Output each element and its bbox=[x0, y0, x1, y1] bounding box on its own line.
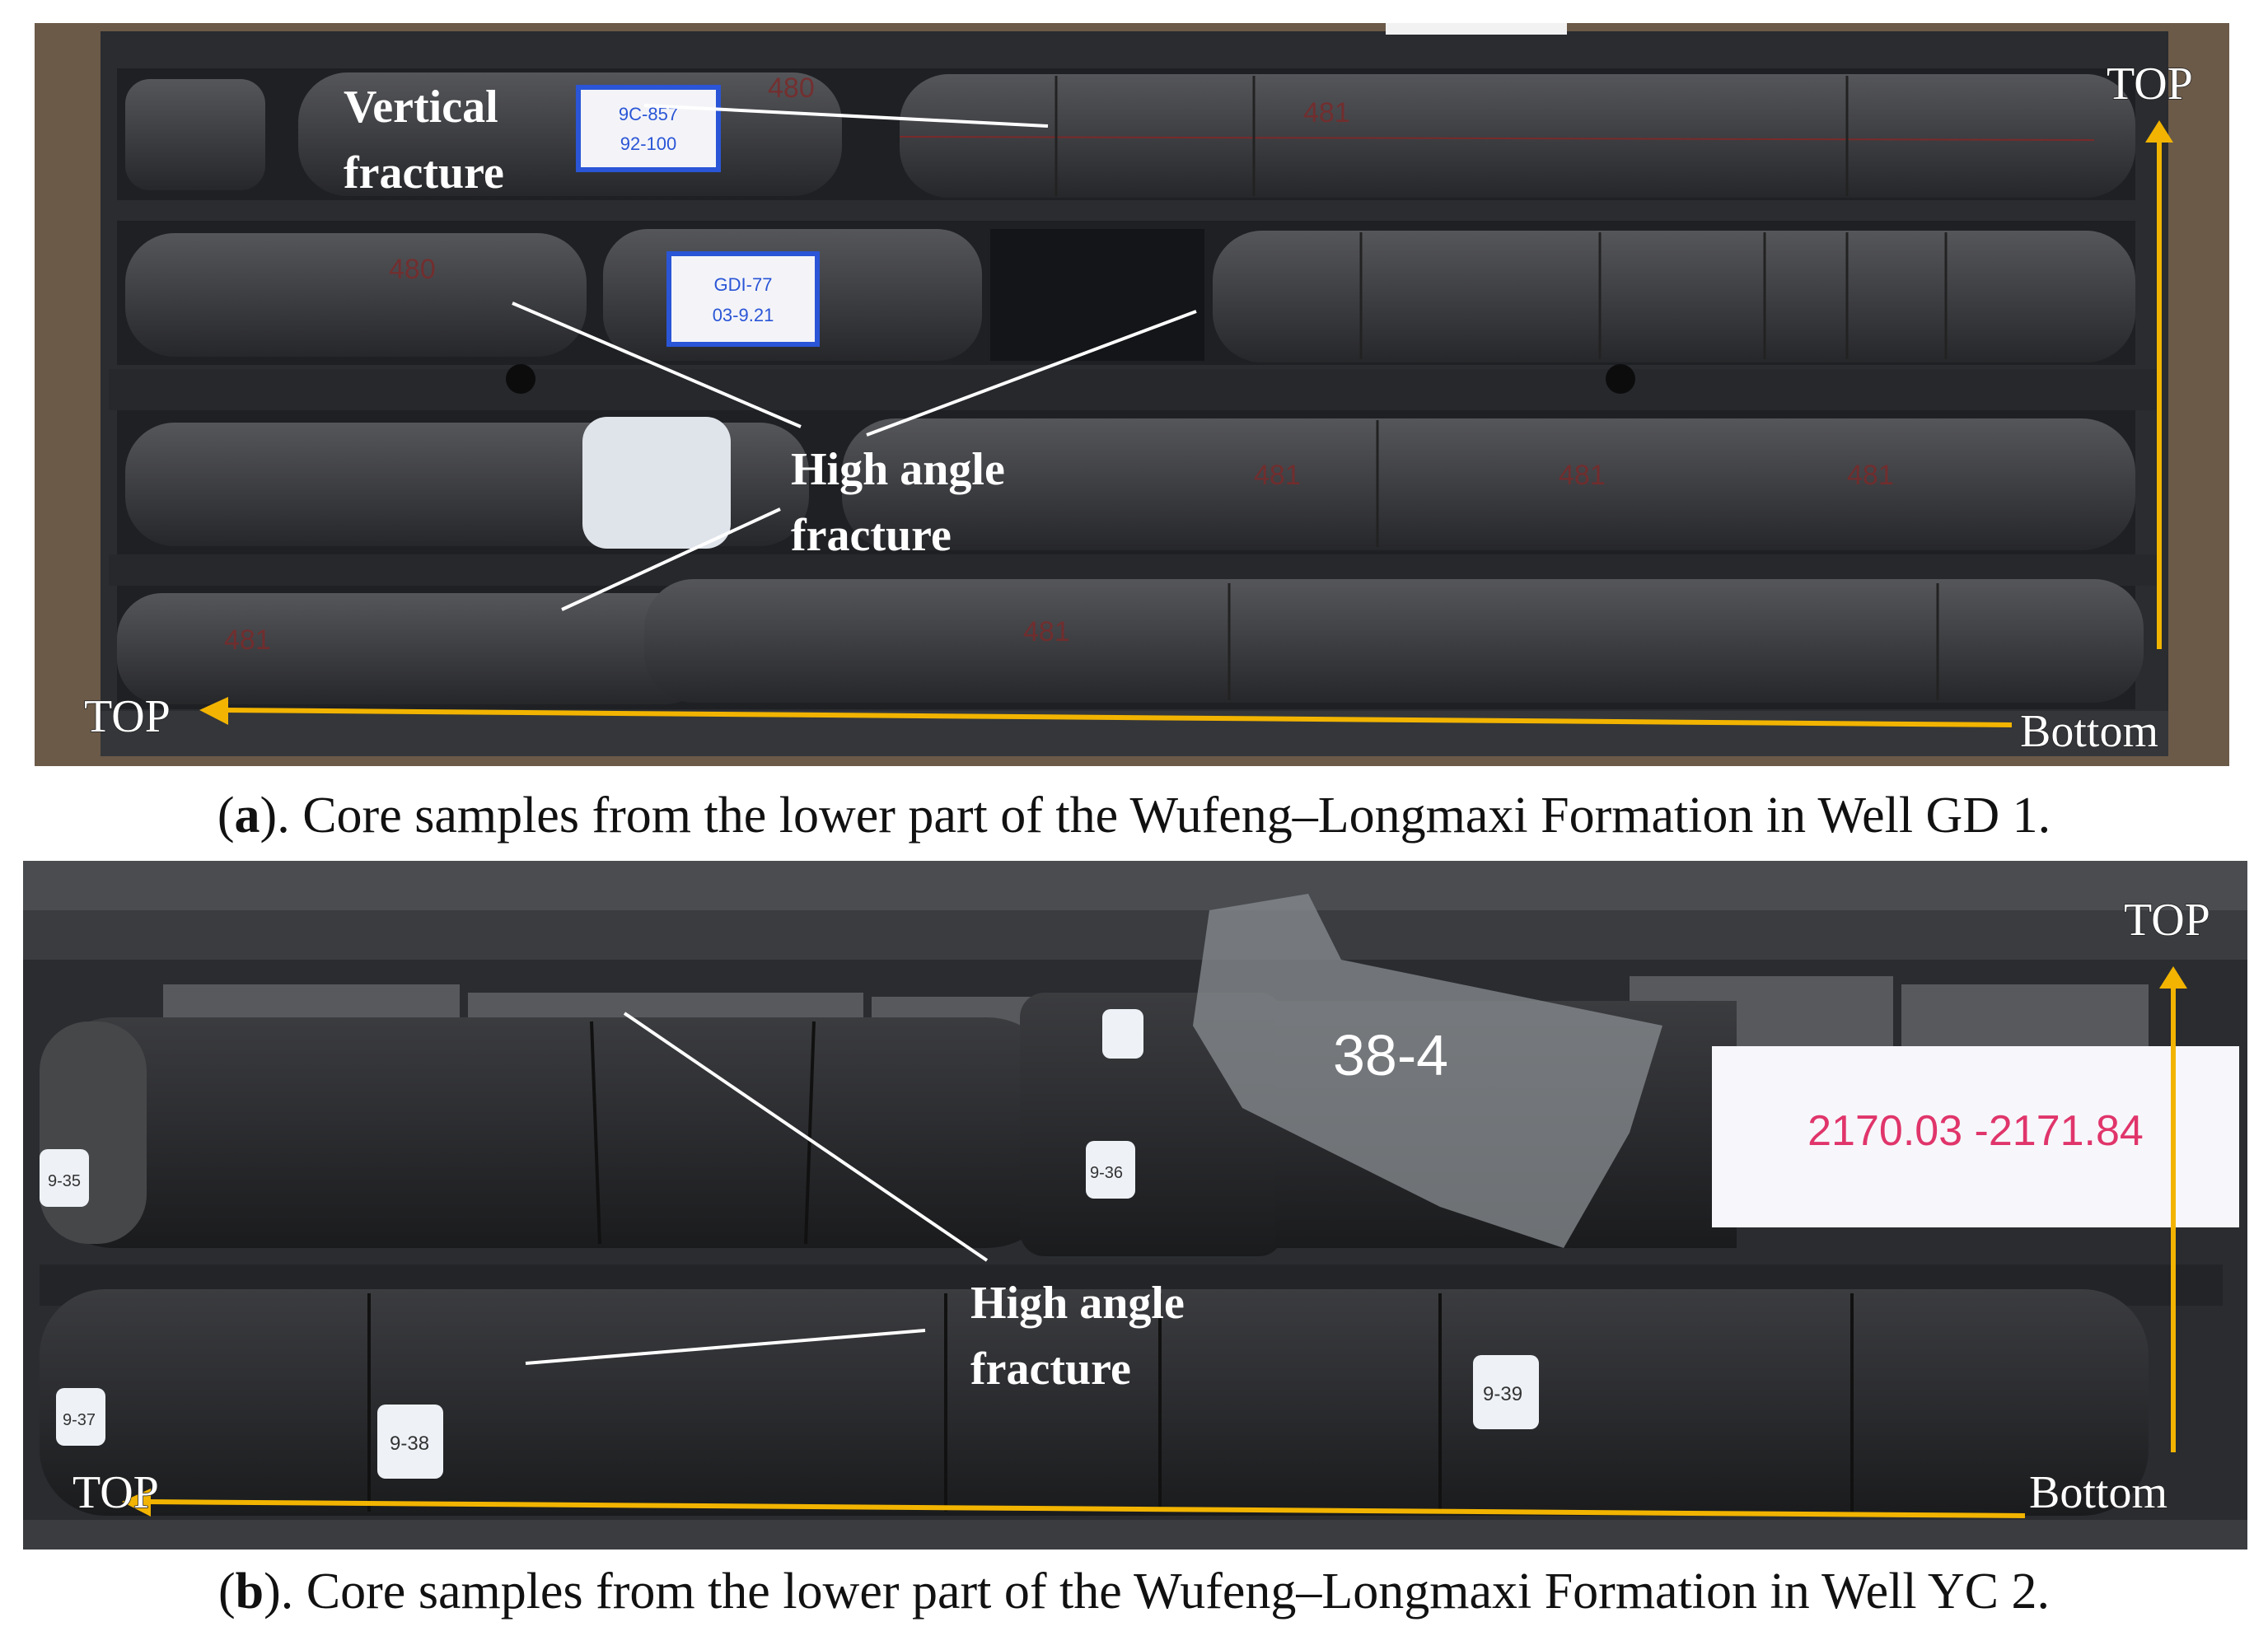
panel-b-photo: 2170.03 -2171.84 38-4 9-35 9-36 bbox=[23, 861, 2247, 1550]
sample-sticker-1: 9C-857 92-100 bbox=[576, 85, 721, 172]
caption-a-open: ( bbox=[217, 788, 235, 844]
label-top-right-b: TOP bbox=[2124, 895, 2210, 946]
tag-1: 9-35 bbox=[48, 1172, 81, 1190]
sticker-2-line-2: 03-9.21 bbox=[713, 305, 774, 325]
arrow-left-a bbox=[199, 697, 2013, 727]
label-high-angle-1: High angle bbox=[791, 444, 1005, 495]
tray-b-top-edge bbox=[23, 861, 2247, 910]
arrow-left-b bbox=[122, 1489, 2026, 1518]
arrow-up-a bbox=[2145, 120, 2173, 649]
label-vertical-1: Vertical bbox=[344, 82, 498, 133]
caption-a-letter: a bbox=[234, 788, 260, 844]
depth-mark-6: 481 bbox=[1847, 460, 1894, 491]
tag-3: 9-37 bbox=[63, 1411, 96, 1429]
depth-card: 2170.03 -2171.84 bbox=[1712, 1046, 2239, 1227]
sample-bag: 38-4 bbox=[1193, 894, 1662, 1248]
depth-mark-4: 481 bbox=[1254, 460, 1301, 491]
tray-hole-1 bbox=[506, 364, 535, 394]
annotation-lines-b bbox=[525, 1012, 989, 1365]
tray-b-bottom-rail bbox=[23, 1520, 2247, 1550]
sample-tags bbox=[40, 1009, 1539, 1479]
core-row-2 bbox=[117, 221, 2135, 365]
label-top-left-a: TOP bbox=[84, 691, 171, 742]
core-row-4 bbox=[117, 579, 2144, 709]
depth-mark-7: 481 bbox=[224, 624, 271, 656]
depth-mark-3: 481 bbox=[1303, 97, 1350, 129]
caption-a-text: ). Core samples from the lower part of t… bbox=[260, 788, 2051, 844]
depth-mark-8: 481 bbox=[1023, 616, 1070, 647]
panel-b-svg: 2170.03 -2171.84 38-4 9-35 9-36 bbox=[23, 861, 2247, 1550]
tray-hole-2 bbox=[1606, 364, 1635, 394]
panel-a-photo: 9C-857 92-100 GDI-77 03-9.21 bbox=[35, 23, 2229, 766]
card-depth-text: 2170.03 -2171.84 bbox=[1807, 1107, 2144, 1155]
sticker-1-line-2: 92-100 bbox=[620, 133, 677, 154]
label-high-angle-2: fracture bbox=[791, 510, 952, 561]
bag-label: 38-4 bbox=[1333, 1023, 1448, 1087]
caption-b: (b). Core samples from the lower part of… bbox=[0, 1563, 2268, 1621]
panel-a-svg: 9C-857 92-100 GDI-77 03-9.21 bbox=[35, 23, 2229, 766]
label-high-angle-b-2: fracture bbox=[970, 1344, 1131, 1395]
label-top-left-b: TOP bbox=[72, 1467, 159, 1518]
paper-scrap bbox=[1386, 23, 1567, 35]
annotation-lines bbox=[512, 104, 1197, 611]
tray-divider bbox=[109, 369, 2160, 410]
caption-a: (a). Core samples from the lower part of… bbox=[0, 787, 2268, 845]
depth-mark-1: 480 bbox=[768, 72, 815, 104]
core-row-3 bbox=[117, 410, 2135, 554]
label-high-angle-b-1: High angle bbox=[970, 1278, 1185, 1329]
caption-b-open: ( bbox=[218, 1564, 236, 1620]
core-row-1 bbox=[117, 68, 2135, 200]
label-top-right-a: TOP bbox=[2107, 58, 2193, 110]
caption-b-letter: b bbox=[235, 1564, 264, 1620]
arrow-up-b bbox=[2159, 966, 2187, 1452]
label-bottom-b: Bottom bbox=[2029, 1467, 2167, 1518]
tag-4: 9-38 bbox=[390, 1433, 429, 1455]
caption-b-text: ). Core samples from the lower part of t… bbox=[264, 1564, 2050, 1620]
sample-sticker-2: GDI-77 03-9.21 bbox=[666, 251, 820, 347]
tag-2: 9-36 bbox=[1090, 1164, 1123, 1182]
depth-mark-2: 480 bbox=[389, 254, 436, 285]
label-bottom-a: Bottom bbox=[2020, 706, 2158, 757]
sticker-2-line-1: GDI-77 bbox=[714, 274, 773, 295]
label-vertical-2: fracture bbox=[344, 147, 504, 199]
tag-5: 9-39 bbox=[1483, 1383, 1522, 1405]
core-row-b2 bbox=[40, 1264, 2223, 1516]
depth-mark-5: 481 bbox=[1559, 460, 1606, 491]
tray-b-lid bbox=[23, 910, 2247, 960]
